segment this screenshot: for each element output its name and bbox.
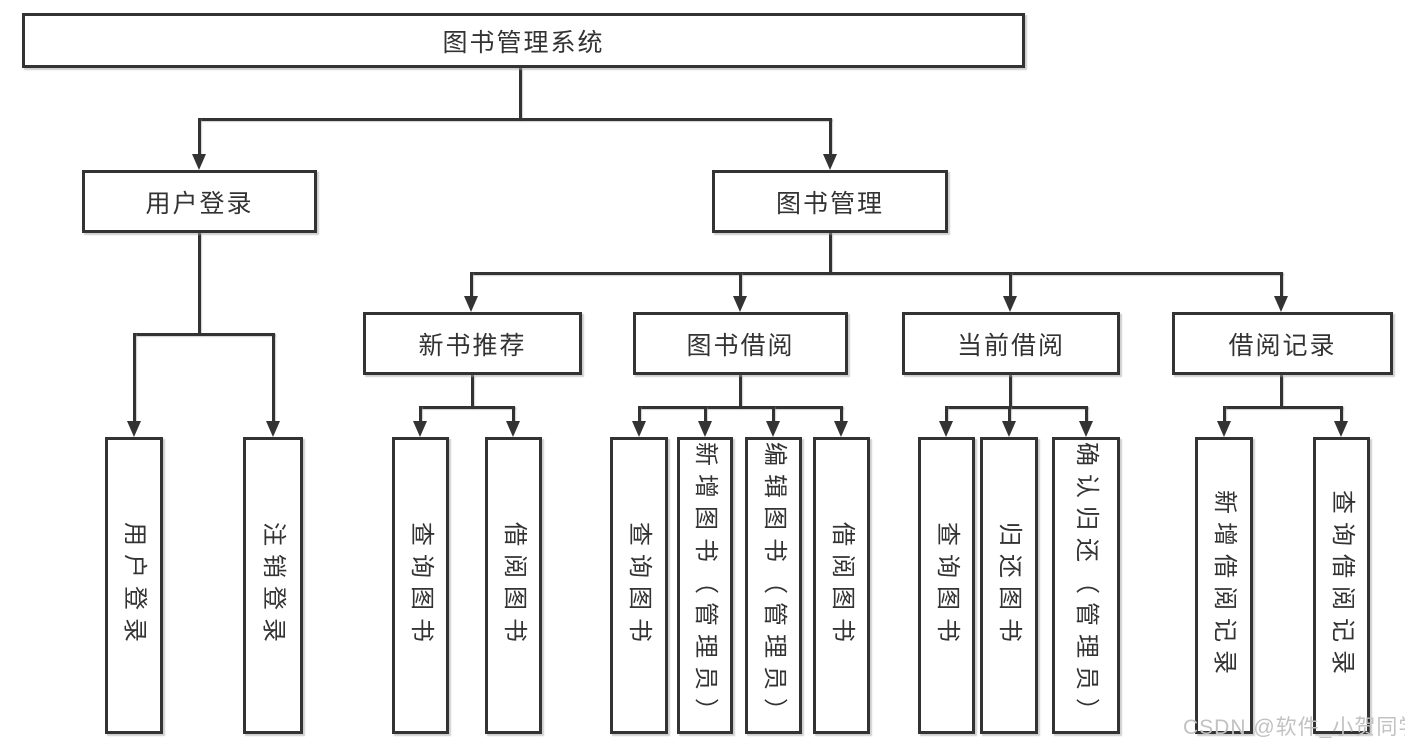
connector-line bbox=[1085, 406, 1088, 422]
leaf-label: 查询图书 bbox=[626, 521, 653, 650]
connector-line bbox=[272, 333, 275, 421]
arrowhead-down-icon bbox=[834, 421, 848, 437]
arrowhead-down-icon bbox=[1217, 421, 1231, 437]
connector-line bbox=[1009, 272, 1012, 298]
leaf-user-login: 用户登录 bbox=[105, 437, 163, 734]
leaf-query-books-current: 查询图书 bbox=[918, 437, 975, 734]
node-borrow-records: 借阅记录 bbox=[1172, 312, 1393, 375]
connector-line bbox=[829, 118, 832, 156]
connector-line bbox=[470, 272, 473, 298]
arrowhead-down-icon bbox=[733, 296, 747, 312]
connector-line bbox=[1223, 406, 1226, 422]
arrowhead-down-icon bbox=[1334, 421, 1348, 437]
connector-line bbox=[638, 406, 843, 409]
connector-line bbox=[829, 233, 832, 274]
connector-line bbox=[772, 406, 775, 422]
connector-line bbox=[945, 406, 1088, 409]
arrowhead-down-icon bbox=[464, 296, 478, 312]
arrowhead-down-icon bbox=[1002, 421, 1016, 437]
arrowhead-down-icon bbox=[766, 421, 780, 437]
node-current-borrow: 当前借阅 bbox=[902, 312, 1120, 375]
arrowhead-down-icon bbox=[698, 421, 712, 437]
arrowhead-down-icon bbox=[939, 421, 953, 437]
leaf-label: 借阅图书 bbox=[500, 521, 528, 650]
leaf-label: 用户登录 bbox=[121, 521, 148, 650]
connector-line bbox=[638, 406, 641, 422]
leaf-label: 编辑图书（管理员） bbox=[760, 441, 788, 730]
leaf-return-books: 归还图书 bbox=[980, 437, 1038, 734]
connector-line bbox=[519, 68, 522, 120]
node-root-library-system: 图书管理系统 bbox=[22, 13, 1025, 68]
leaf-query-books-borrow: 查询图书 bbox=[610, 437, 668, 734]
leaf-label: 查询借阅记录 bbox=[1328, 489, 1356, 682]
connector-line bbox=[1223, 406, 1343, 409]
leaf-label: 确认归还（管理员） bbox=[1073, 441, 1100, 730]
connector-line bbox=[704, 406, 707, 422]
arrowhead-down-icon bbox=[632, 421, 646, 437]
connector-line bbox=[198, 118, 832, 121]
node-user-login: 用户登录 bbox=[82, 170, 317, 233]
connector-line bbox=[198, 233, 201, 335]
connector-line bbox=[471, 375, 474, 408]
connector-line bbox=[1340, 406, 1343, 422]
leaf-add-borrow-record: 新增借阅记录 bbox=[1195, 437, 1253, 734]
arrowhead-down-icon bbox=[1003, 296, 1017, 312]
leaf-edit-books-admin: 编辑图书（管理员） bbox=[745, 437, 802, 734]
connector-line bbox=[419, 406, 515, 409]
leaf-confirm-return-admin: 确认归还（管理员） bbox=[1052, 437, 1120, 734]
leaf-label: 查询图书 bbox=[407, 521, 435, 650]
leaf-label: 查询图书 bbox=[933, 521, 961, 650]
leaf-label: 新增借阅记录 bbox=[1211, 489, 1238, 682]
arrowhead-down-icon bbox=[192, 154, 206, 170]
arrowhead-down-icon bbox=[127, 421, 141, 437]
node-book-borrow: 图书借阅 bbox=[633, 312, 848, 375]
connector-line bbox=[739, 272, 742, 298]
leaf-label: 新增图书（管理员） bbox=[692, 441, 719, 730]
connector-line bbox=[739, 375, 742, 408]
csdn-watermark: CSDN @软件_小贺同学 bbox=[1183, 716, 1405, 739]
arrowhead-down-icon bbox=[823, 154, 837, 170]
connector-line bbox=[512, 406, 515, 422]
connector-line bbox=[1280, 272, 1283, 298]
arrowhead-down-icon bbox=[506, 421, 520, 437]
connector-line bbox=[133, 333, 275, 336]
node-book-management: 图书管理 bbox=[712, 170, 948, 233]
arrowhead-down-icon bbox=[1079, 421, 1093, 437]
connector-line bbox=[945, 406, 948, 422]
connector-line bbox=[419, 406, 422, 422]
leaf-label: 注销登录 bbox=[260, 521, 287, 650]
leaf-label: 归还图书 bbox=[996, 521, 1023, 650]
leaf-query-borrow-record: 查询借阅记录 bbox=[1313, 437, 1370, 734]
connector-line bbox=[1009, 375, 1012, 408]
leaf-query-books-recommend: 查询图书 bbox=[392, 437, 449, 734]
arrowhead-down-icon bbox=[413, 421, 427, 437]
leaf-label: 借阅图书 bbox=[828, 521, 856, 650]
node-new-book-recommend: 新书推荐 bbox=[363, 312, 582, 375]
arrowhead-down-icon bbox=[266, 421, 280, 437]
leaf-add-books-admin: 新增图书（管理员） bbox=[677, 437, 733, 734]
connector-line bbox=[840, 406, 843, 422]
connector-line bbox=[470, 272, 1283, 275]
leaf-borrow-books-recommend: 借阅图书 bbox=[485, 437, 542, 734]
leaf-logout: 注销登录 bbox=[243, 437, 303, 734]
connector-line bbox=[1008, 406, 1011, 422]
connector-line bbox=[198, 118, 201, 156]
leaf-borrow-books: 借阅图书 bbox=[813, 437, 870, 734]
connector-line bbox=[133, 333, 136, 421]
connector-line bbox=[1280, 375, 1283, 408]
arrowhead-down-icon bbox=[1274, 296, 1288, 312]
